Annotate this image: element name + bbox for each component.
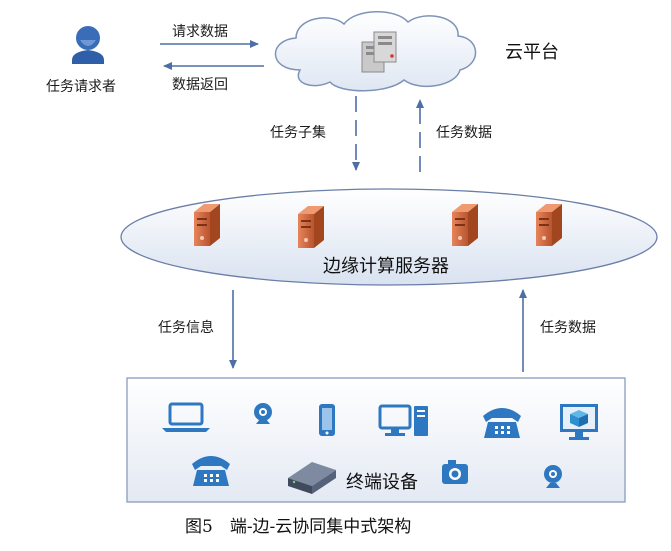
requester-label: 任务请求者 bbox=[46, 79, 116, 95]
task-data-label-bottom: 任务数据 bbox=[540, 320, 596, 336]
terminal-device-label: 终端设备 bbox=[346, 472, 418, 493]
edge-server-icon bbox=[194, 204, 220, 246]
webcam-icon bbox=[254, 403, 272, 424]
cloud-platform-label: 云平台 bbox=[505, 42, 559, 63]
person-icon bbox=[72, 26, 104, 64]
telephone-icon bbox=[483, 408, 521, 438]
desktop-computer-icon bbox=[378, 404, 428, 436]
task-info-label: 任务信息 bbox=[158, 320, 214, 336]
task-subset-label: 任务子集 bbox=[270, 125, 326, 141]
camera-icon bbox=[442, 460, 468, 484]
edge-server-icon bbox=[298, 206, 324, 248]
edge-server-icon bbox=[536, 204, 562, 246]
smartphone-icon bbox=[319, 404, 335, 436]
edge-server-icon bbox=[452, 204, 478, 246]
figure-caption: 图5 端-边-云协同集中式架构 bbox=[185, 517, 412, 537]
cloud-server-icon bbox=[361, 31, 397, 73]
router-device-icon bbox=[288, 462, 336, 494]
task-data-label-mid: 任务数据 bbox=[436, 125, 492, 141]
telephone-icon bbox=[192, 456, 230, 486]
edge-server-ellipse bbox=[120, 188, 658, 286]
request-data-label: 请求数据 bbox=[172, 24, 228, 40]
webcam-icon bbox=[544, 465, 562, 488]
data-return-label: 数据返回 bbox=[172, 77, 228, 93]
edge-server-label: 边缘计算服务器 bbox=[323, 256, 449, 277]
laptop-icon bbox=[162, 402, 210, 432]
monitor-cube-icon bbox=[560, 404, 598, 440]
